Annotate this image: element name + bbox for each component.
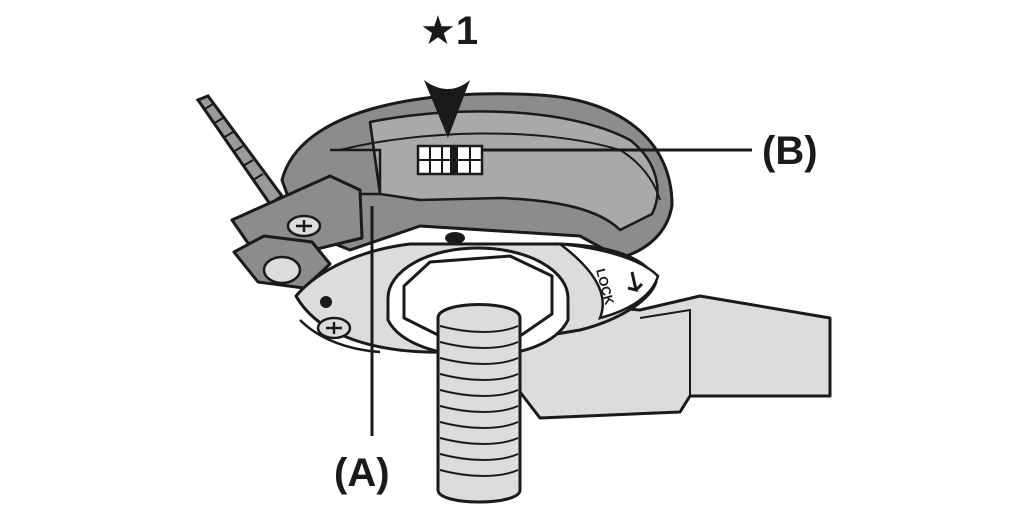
star-marker-label: ★1: [420, 9, 478, 53]
callout-label-a: (A): [334, 451, 390, 495]
hex-nut: [232, 234, 332, 290]
threaded-axle: [436, 303, 522, 504]
callout-lines: [370, 148, 752, 436]
cable: [195, 94, 285, 207]
cassette-housing: [280, 92, 674, 260]
crank-arm: [518, 294, 832, 420]
gear-indicator-window: [416, 144, 484, 176]
callout-label-b: (B): [762, 129, 818, 173]
position-marker-arrow: [424, 80, 470, 138]
lock-arrow-icon: [627, 271, 644, 293]
